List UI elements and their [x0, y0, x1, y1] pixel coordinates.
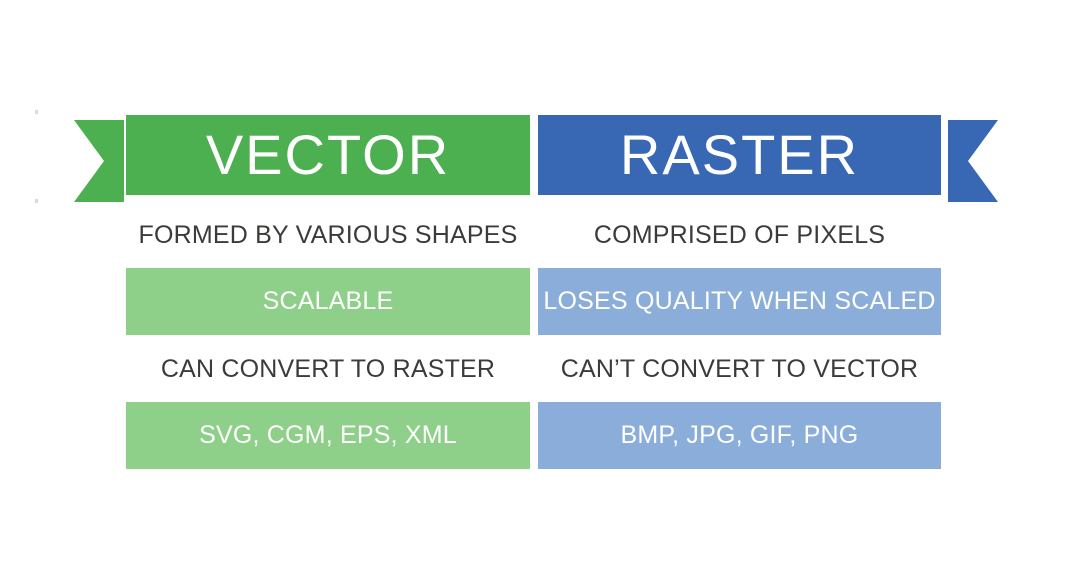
cell-text: FORMED BY VARIOUS SHAPES — [138, 220, 518, 249]
cell-text: COMPRISED OF PIXELS — [593, 220, 886, 249]
vector-cell-file-formats: SVG, CGM, EPS, XML — [126, 402, 530, 469]
cell-text: CAN CONVERT TO RASTER — [160, 354, 496, 383]
artifact-mark-top — [35, 110, 38, 114]
comparison-row-3: CAN CONVERT TO RASTER CAN’T CONVERT TO V… — [0, 352, 1080, 386]
vector-cell-formed-by-shapes: FORMED BY VARIOUS SHAPES — [126, 218, 530, 252]
raster-cell-loses-quality: LOSES QUALITY WHEN SCALED — [538, 268, 941, 335]
cell-text: SVG, CGM, EPS, XML — [199, 421, 457, 449]
ribbon-tail-right-icon — [948, 120, 998, 202]
ribbon-header-row: VECTOR RASTER — [0, 115, 1080, 202]
vector-cell-can-convert: CAN CONVERT TO RASTER — [126, 352, 530, 386]
vector-cell-scalable: SCALABLE — [126, 268, 530, 335]
cell-text: CAN’T CONVERT TO VECTOR — [560, 354, 919, 383]
raster-header-banner: RASTER — [538, 115, 941, 195]
vector-header-banner: VECTOR — [126, 115, 530, 195]
raster-cell-cannot-convert: CAN’T CONVERT TO VECTOR — [538, 352, 941, 386]
cell-text: BMP, JPG, GIF, PNG — [620, 421, 859, 449]
comparison-row-1: FORMED BY VARIOUS SHAPES COMPRISED OF PI… — [0, 218, 1080, 252]
cell-text: LOSES QUALITY WHEN SCALED — [543, 287, 936, 315]
vector-header-title: VECTOR — [205, 123, 451, 186]
raster-header-title: RASTER — [619, 123, 860, 186]
comparison-row-4: SVG, CGM, EPS, XML BMP, JPG, GIF, PNG — [0, 402, 1080, 469]
cell-text: SCALABLE — [262, 287, 394, 315]
raster-cell-file-formats: BMP, JPG, GIF, PNG — [538, 402, 941, 469]
raster-cell-comprised-of-pixels: COMPRISED OF PIXELS — [538, 218, 941, 252]
comparison-row-2: SCALABLE LOSES QUALITY WHEN SCALED — [0, 268, 1080, 335]
ribbon-tail-left-icon — [74, 120, 124, 202]
artifact-mark-bottom — [35, 199, 38, 203]
